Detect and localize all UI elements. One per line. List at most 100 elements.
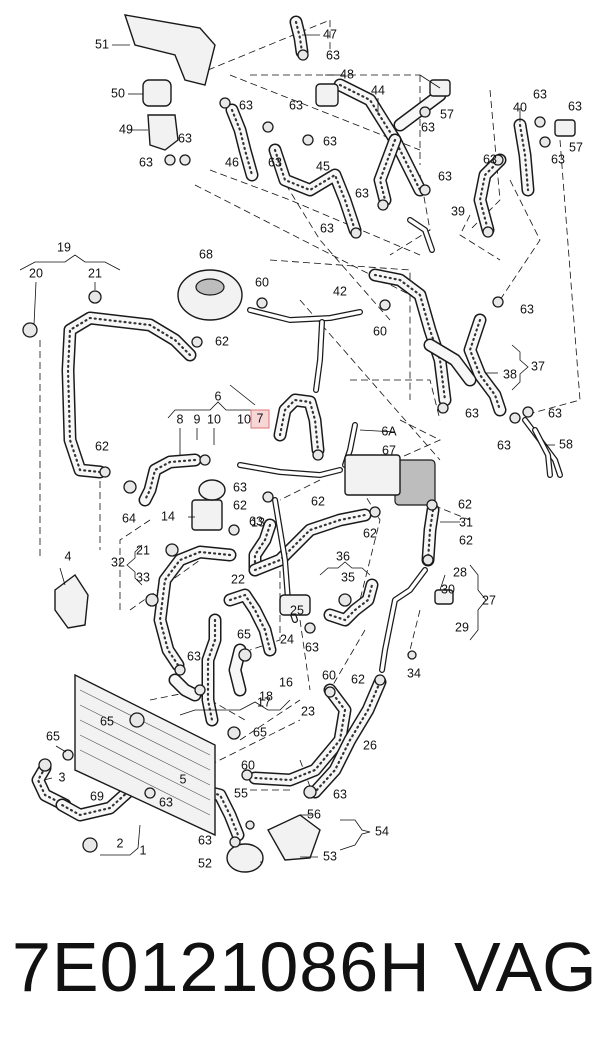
callout-60b: 60 bbox=[373, 324, 387, 338]
callout-58: 58 bbox=[559, 437, 573, 451]
clamps bbox=[22, 49, 551, 853]
callout-62d: 62 bbox=[311, 494, 325, 508]
callout-28: 28 bbox=[453, 565, 467, 579]
callout-68: 68 bbox=[199, 247, 213, 261]
callout-26: 26 bbox=[363, 738, 377, 752]
callout-6A: 6A bbox=[381, 424, 397, 438]
callout-40: 40 bbox=[513, 100, 527, 114]
callout-20: 20 bbox=[29, 266, 43, 280]
callout-63j: 63 bbox=[268, 155, 282, 169]
callout-63c: 63 bbox=[289, 98, 303, 112]
callout-14: 14 bbox=[161, 509, 175, 523]
callout-8: 8 bbox=[177, 412, 184, 426]
callout-55: 55 bbox=[234, 786, 248, 800]
callout-21b: 21 bbox=[136, 543, 150, 557]
callout-63v: 63 bbox=[305, 640, 319, 654]
callout-44: 44 bbox=[371, 83, 385, 97]
thermostat-24 bbox=[279, 594, 311, 616]
callout-62b: 62 bbox=[95, 439, 109, 453]
callout-63y: 63 bbox=[333, 787, 347, 801]
callout-24: 24 bbox=[280, 632, 294, 646]
callout-49: 49 bbox=[119, 122, 133, 136]
bracket-51 bbox=[123, 14, 216, 86]
callout-37: 37 bbox=[531, 359, 545, 373]
callout-65a: 65 bbox=[237, 627, 251, 641]
callout-62h: 62 bbox=[351, 672, 365, 686]
callout-63b: 63 bbox=[239, 98, 253, 112]
callout-63q: 63 bbox=[465, 406, 479, 420]
callout-62f: 62 bbox=[363, 526, 377, 540]
callout-63a: 63 bbox=[326, 48, 340, 62]
callout-36: 36 bbox=[336, 549, 350, 563]
callout-69: 69 bbox=[90, 789, 104, 803]
callout-3: 3 bbox=[59, 770, 66, 784]
part-number: 7E0121086H bbox=[12, 928, 431, 1006]
callout-65c: 65 bbox=[253, 725, 267, 739]
callout-57b: 57 bbox=[569, 140, 583, 154]
callout-63m: 63 bbox=[438, 169, 452, 183]
callout-19: 19 bbox=[57, 240, 71, 254]
callout-17: 17 bbox=[257, 695, 271, 709]
bracket-53 bbox=[267, 814, 321, 861]
callout-65d: 65 bbox=[46, 729, 60, 743]
coolant-valve-67 bbox=[394, 459, 436, 506]
callout-2: 2 bbox=[117, 836, 124, 850]
callout-63p: 63 bbox=[520, 302, 534, 316]
callout-45: 45 bbox=[316, 159, 330, 173]
callout-39: 39 bbox=[451, 204, 465, 218]
callout-53: 53 bbox=[323, 849, 337, 863]
callout-63n: 63 bbox=[320, 221, 334, 235]
callout-16: 16 bbox=[279, 675, 293, 689]
callout-21a: 21 bbox=[88, 266, 102, 280]
callout-18: 18 bbox=[259, 689, 273, 703]
callout-5: 5 bbox=[180, 772, 187, 786]
callout-60c: 60 bbox=[322, 668, 336, 682]
callout-63i: 63 bbox=[551, 152, 565, 166]
callout-51: 51 bbox=[95, 37, 109, 51]
callout-63z: 63 bbox=[198, 833, 212, 847]
callout-63e: 63 bbox=[178, 131, 192, 145]
callout-56: 56 bbox=[307, 807, 321, 821]
callout-23: 23 bbox=[301, 704, 315, 718]
callout-63d: 63 bbox=[139, 155, 153, 169]
callout-33: 33 bbox=[136, 570, 150, 584]
callout-63f: 63 bbox=[421, 120, 435, 134]
callout-29: 29 bbox=[455, 620, 469, 634]
radiator-69 bbox=[74, 673, 216, 837]
callout-63o: 63 bbox=[483, 152, 497, 166]
callout-60d: 60 bbox=[241, 758, 255, 772]
callout-60a: 60 bbox=[255, 275, 269, 289]
brand-label: VAG bbox=[454, 928, 597, 1006]
callout-63w: 63 bbox=[187, 649, 201, 663]
callout-50: 50 bbox=[111, 86, 125, 100]
callout-62c: 62 bbox=[458, 497, 472, 511]
callout-65b: 65 bbox=[100, 714, 114, 728]
callout-63g: 63 bbox=[533, 87, 547, 101]
sensor-28 bbox=[434, 589, 454, 605]
water-pump-52 bbox=[226, 843, 264, 873]
callout-35: 35 bbox=[341, 570, 355, 584]
callout-32: 32 bbox=[111, 555, 125, 569]
callout-13: 13 bbox=[251, 515, 265, 529]
callout-10a: 10 bbox=[207, 412, 221, 426]
hoses bbox=[31, 15, 535, 842]
callout-62g: 62 bbox=[459, 533, 473, 547]
callout-9: 9 bbox=[194, 412, 201, 426]
callout-4: 4 bbox=[65, 549, 72, 563]
callout-63s: 63 bbox=[497, 438, 511, 452]
callout-47: 47 bbox=[323, 27, 337, 41]
leader-lines bbox=[19, 34, 555, 863]
sensor-14 bbox=[191, 499, 223, 531]
callout-27: 27 bbox=[482, 593, 496, 607]
callout-31: 31 bbox=[459, 515, 473, 529]
callout-25: 25 bbox=[290, 603, 304, 617]
callout-63l: 63 bbox=[355, 186, 369, 200]
callout-34: 34 bbox=[407, 666, 421, 680]
small-reservoir-49 bbox=[147, 114, 179, 151]
callout-48: 48 bbox=[340, 67, 354, 81]
callout-42: 42 bbox=[333, 284, 347, 298]
callout-54: 54 bbox=[375, 824, 389, 838]
callout-7: 7 bbox=[257, 411, 264, 425]
callout-22: 22 bbox=[231, 572, 245, 586]
